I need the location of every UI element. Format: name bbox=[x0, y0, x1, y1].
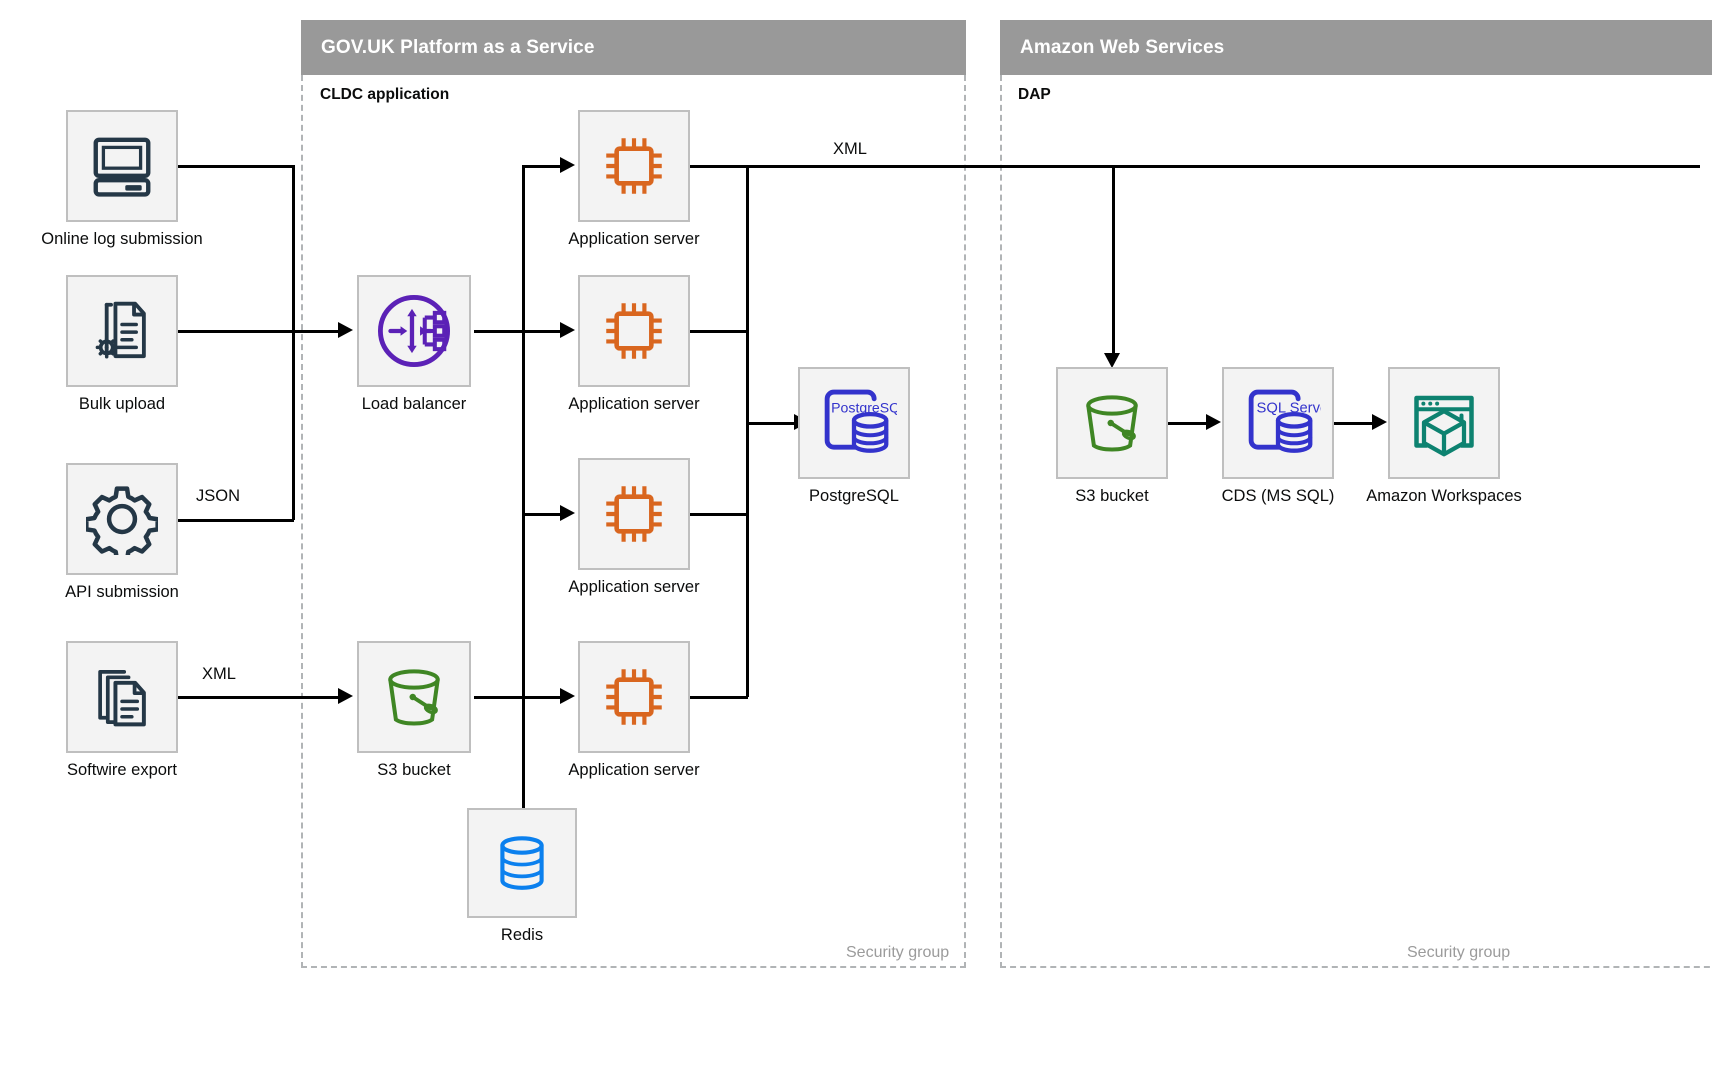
postgresql-icon-text: PostgreSQL bbox=[831, 399, 897, 415]
connector-fanout-to-app-3 bbox=[522, 513, 560, 516]
node-tile bbox=[66, 275, 178, 387]
edge-label-xml-dap: XML bbox=[833, 140, 867, 158]
connector-app-4-out bbox=[690, 696, 748, 699]
node-label: API submission bbox=[65, 583, 179, 601]
workspaces-icon bbox=[1414, 395, 1474, 457]
node-tile bbox=[1056, 367, 1168, 479]
edge-label-json: JSON bbox=[196, 487, 241, 505]
connector-fanout-to-app-4 bbox=[522, 696, 560, 699]
group-sub-label-dap: DAP bbox=[1018, 86, 1051, 103]
cpu-icon bbox=[606, 303, 662, 359]
arrow-into-app-server-4 bbox=[560, 688, 575, 704]
connector-app-2-out bbox=[690, 330, 748, 333]
connector-xml-down-to-s3-aws bbox=[1112, 165, 1115, 353]
connector-softwire-to-s3 bbox=[178, 696, 338, 699]
group-boundary-paas bbox=[301, 75, 966, 968]
node-label: Bulk upload bbox=[78, 395, 166, 413]
arrow-into-app-server-3 bbox=[560, 505, 575, 521]
arrow-into-app-server-2 bbox=[560, 322, 575, 338]
postgresql-icon: PostgreSQL bbox=[824, 389, 897, 453]
group-header-paas-label: GOV.UK Platform as a Service bbox=[321, 36, 595, 58]
arrow-into-s3-bucket-paas bbox=[338, 688, 353, 704]
arrow-into-app-server-1 bbox=[560, 157, 575, 173]
arrow-into-s3-bucket-aws bbox=[1104, 353, 1120, 368]
arrow-into-load-balancer bbox=[338, 322, 353, 338]
connector-app-1-out bbox=[690, 165, 1700, 168]
connector-cds-to-workspaces bbox=[1334, 422, 1372, 425]
cpu-icon bbox=[606, 669, 662, 725]
gear-icon bbox=[86, 486, 158, 555]
connector-postgres-collector-spine bbox=[746, 166, 749, 697]
node-tile bbox=[578, 458, 690, 570]
connector-bulk-to-lb bbox=[178, 330, 338, 333]
connector-collector-to-postgres bbox=[746, 422, 794, 425]
sqlserver-icon: SQL Server bbox=[1248, 389, 1322, 453]
group-header-aws-label: Amazon Web Services bbox=[1020, 36, 1225, 58]
node-tile bbox=[66, 463, 178, 575]
node-tile bbox=[66, 110, 178, 222]
group-header-aws: Amazon Web Services bbox=[1000, 20, 1712, 75]
node-tile: PostgreSQL bbox=[798, 367, 910, 479]
arrow-into-cds-ms-sql bbox=[1206, 414, 1221, 430]
node-label: Online log submission bbox=[41, 230, 203, 248]
documents-stack-icon bbox=[98, 669, 146, 727]
node-label: Application server bbox=[568, 395, 700, 413]
document-gear-icon bbox=[95, 301, 146, 359]
node-tile bbox=[578, 110, 690, 222]
edge-label-xml-softwire: XML bbox=[202, 665, 236, 683]
connector-fanout-to-app-1 bbox=[522, 165, 560, 168]
connector-fanout-to-app-2 bbox=[522, 330, 560, 333]
group-header-paas: GOV.UK Platform as a Service bbox=[301, 20, 966, 75]
node-label: PostgreSQL bbox=[809, 487, 899, 505]
node-label: Application server bbox=[568, 578, 700, 596]
node-label: CDS (MS SQL) bbox=[1221, 487, 1335, 505]
sqlserver-icon-text: SQL Server bbox=[1257, 400, 1322, 416]
node-tile bbox=[467, 808, 577, 918]
connector-s3-aws-to-cds bbox=[1168, 422, 1206, 425]
node-label: Softwire export bbox=[66, 761, 178, 779]
node-label: S3 bucket bbox=[377, 761, 451, 779]
database-icon bbox=[500, 836, 544, 890]
node-label: Application server bbox=[568, 761, 700, 779]
node-label: Amazon Workspaces bbox=[1366, 487, 1522, 505]
load-balancer-icon bbox=[377, 294, 451, 368]
group-boundary-aws bbox=[1000, 75, 1712, 968]
security-group-label-paas: Security group bbox=[846, 944, 950, 961]
group-sub-label-cldc: CLDC application bbox=[320, 86, 450, 103]
security-group-label-aws: Security group bbox=[1407, 944, 1511, 961]
connector-online-log-to-trunk bbox=[178, 165, 294, 168]
cpu-icon bbox=[606, 486, 662, 542]
connector-trunk-lower bbox=[292, 330, 295, 520]
node-tile bbox=[578, 641, 690, 753]
connector-s3-to-app-4 bbox=[474, 696, 524, 699]
bucket-icon bbox=[1086, 395, 1138, 452]
connector-app-3-out bbox=[690, 513, 748, 516]
node-tile bbox=[357, 641, 471, 753]
node-tile: SQL Server bbox=[1222, 367, 1334, 479]
node-label: S3 bucket bbox=[1075, 487, 1149, 505]
node-label: Application server bbox=[568, 230, 700, 248]
connector-trunk-upper bbox=[292, 165, 295, 332]
connector-api-to-trunk bbox=[178, 519, 294, 522]
desktop-computer-icon bbox=[93, 137, 151, 197]
bucket-icon bbox=[388, 669, 440, 726]
cpu-icon bbox=[606, 138, 662, 194]
connector-app-fanout-spine bbox=[522, 165, 525, 697]
arrow-into-amazon-workspaces bbox=[1372, 414, 1387, 430]
node-label: Load balancer bbox=[361, 395, 467, 413]
node-label: Redis bbox=[500, 926, 544, 944]
node-tile bbox=[578, 275, 690, 387]
node-tile bbox=[357, 275, 471, 387]
connector-redis-to-spine bbox=[522, 697, 525, 814]
node-tile bbox=[1388, 367, 1500, 479]
connector-lb-out bbox=[474, 330, 544, 333]
node-tile bbox=[66, 641, 178, 753]
